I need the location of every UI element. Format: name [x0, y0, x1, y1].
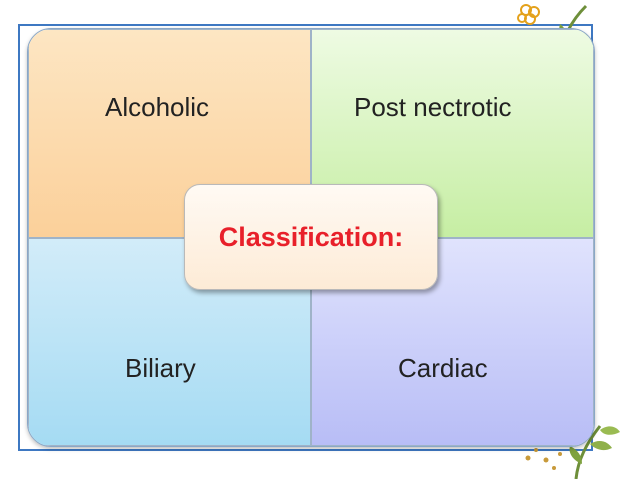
- quadrant-label-alcoholic: Alcoholic: [105, 92, 210, 122]
- quadrant-label-post-nectrotic: Post nectrotic: [354, 92, 512, 122]
- center-classification-box: Classification:: [184, 184, 438, 290]
- center-label: Classification:: [218, 221, 404, 252]
- quadrant-label-cardiac: Cardiac: [398, 352, 488, 383]
- vine-decoration-icon: [525, 425, 620, 479]
- quadrant-label-biliary: Biliary: [125, 352, 196, 383]
